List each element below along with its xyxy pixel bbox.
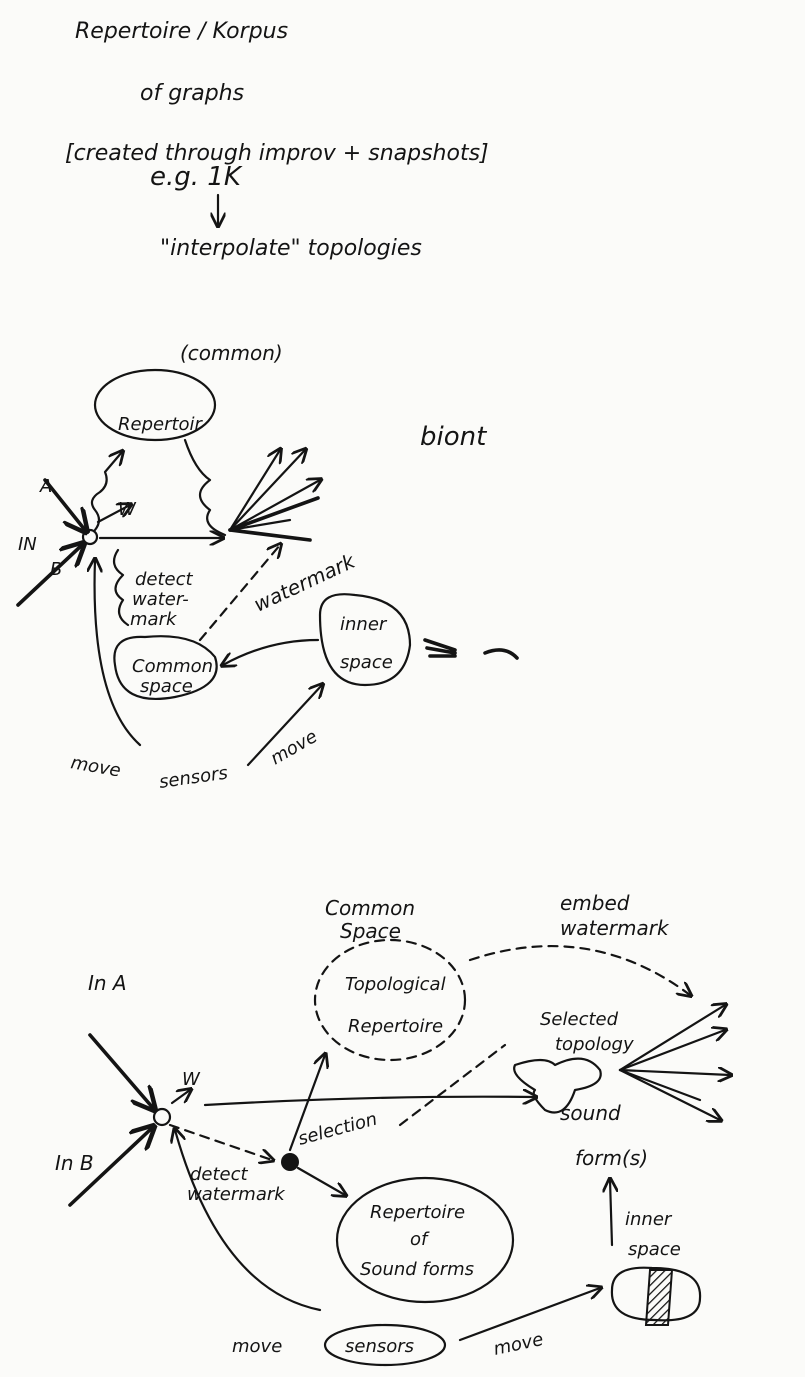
label-inner-space: space [340,652,393,673]
dashed-selection-line [398,1043,507,1127]
label-common-space: Common [325,896,415,920]
output-rays [618,1005,730,1120]
scribble-mark [423,638,519,660]
hatched-region [644,1269,674,1326]
label-detect: detect [135,569,194,590]
dashed-watermark-arrow [198,545,280,642]
arrow-to-selected [203,1097,535,1107]
sound-forms-bubble [335,1176,515,1304]
label-detect: water- [132,589,189,610]
label-selection: selection [296,1109,380,1150]
repertoire-bubble [93,368,217,442]
label-common-space: space [140,676,193,697]
note-line: "interpolate" topologies [160,236,422,261]
label-repertoire: Repertoir [118,414,204,435]
label-in-b: In B [55,1151,94,1175]
label-selected: topology [555,1034,634,1055]
label-sensors: sensors [158,763,229,793]
arrow-inner-to-common [223,638,320,665]
note-line: of graphs [140,81,244,106]
wavy-link [183,438,227,537]
sketch-2: Common Space Topological Repertoire embe… [55,891,730,1367]
label-in-a: In A [88,971,127,995]
arrow-to-sound-forms [296,1166,345,1195]
inner-space-blob [610,1266,702,1322]
label-common: (common) [180,341,283,365]
label-in: IN [18,534,37,555]
arrow-inner-to-sound [610,1180,612,1247]
notes: Repertoire / Korpus of graphs [created t… [65,19,489,261]
arrow-w [96,505,130,524]
arrow-to-repertoire [90,452,122,532]
label-embed: embed [560,891,630,915]
detect-brace [112,548,130,627]
label-topological: Topological [345,974,446,995]
label-move: move [492,1329,546,1360]
note-line: [created through improv + snapshots] [65,141,489,166]
label-sound-forms: sound [560,1101,621,1125]
label-inner-space: space [628,1239,681,1260]
label-sound-repertoire: Sound forms [360,1259,474,1280]
arrow-move-right [246,685,322,767]
label-common-space: Common [132,656,213,677]
label-inner-space: inner [340,614,388,635]
dashed-detect-arrow [168,1123,272,1160]
arrow-in-b [16,545,82,607]
topological-repertoire-bubble [313,938,467,1062]
arrow-w [170,1090,190,1105]
arrow-in-b [68,1128,152,1207]
arrow-move-left [175,1130,322,1312]
node-w [152,1107,172,1127]
label-w: W [182,1069,201,1090]
note-line: Repertoire / Korpus [75,19,288,44]
label-selected: Selected [540,1009,619,1030]
label-detect: watermark [187,1184,286,1205]
output-rays [228,450,320,542]
label-common-space: Space [340,919,401,943]
label-move: move [232,1336,282,1357]
label-inner-space: inner [625,1209,673,1230]
label-watermark: watermark [250,548,360,616]
sensors-ellipse [323,1323,447,1367]
label-sensors: sensors [345,1336,414,1357]
arrow-move-right [458,1288,600,1342]
label-detect: mark [130,609,178,630]
dashed-embed-arrow [468,945,690,995]
selection-node [281,1153,299,1171]
node-w [81,528,99,546]
note-line: e.g. 1K [150,162,243,192]
label-sound-repertoire: of [410,1229,430,1250]
arrow-move-left [95,560,142,747]
inner-space-blob [318,593,412,687]
arrow-to-topological [288,1055,325,1152]
label-detect: detect [190,1164,249,1185]
sketch-1: (common) Repertoir biont IN A B W detect… [16,341,519,793]
label-a: A [39,476,52,497]
label-sound-repertoire: Repertoire [370,1202,465,1223]
label-move: move [69,752,122,781]
label-biont: biont [420,422,487,452]
label-topological: Repertoire [348,1016,443,1037]
label-move: move [267,726,321,769]
arrow-in-a [43,478,85,530]
common-space-blob [113,635,218,701]
label-embed: watermark [560,916,670,940]
arrow-in-a [88,1033,153,1108]
label-sound-forms: form(s) [575,1146,648,1170]
